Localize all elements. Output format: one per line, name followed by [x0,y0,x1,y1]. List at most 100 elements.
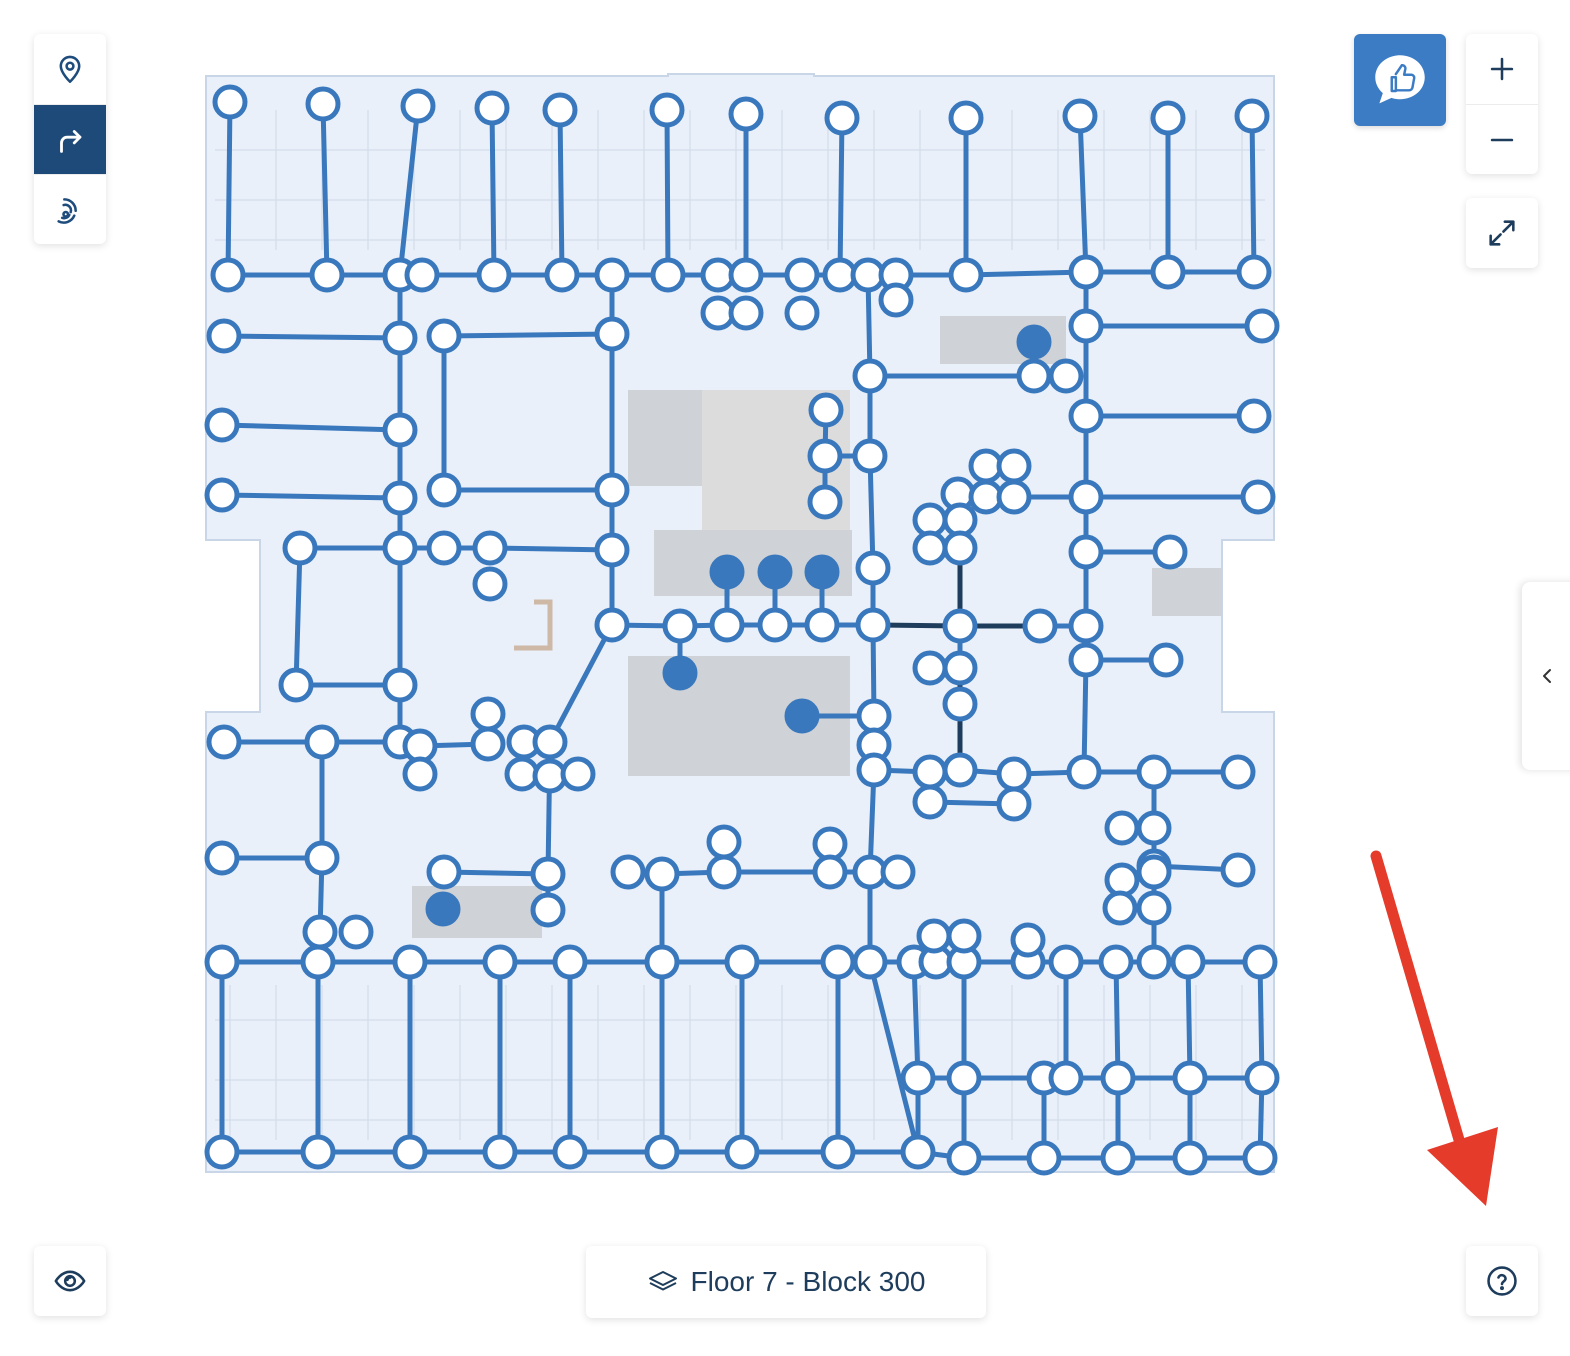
route-node [649,92,685,128]
route-node [1152,534,1188,570]
route-node [644,944,680,980]
service-room [628,390,702,486]
route-node [820,944,856,980]
route-node [204,1134,240,1170]
route-node [1136,944,1172,980]
route-node [996,786,1032,822]
route-node [912,530,948,566]
route-node [610,854,646,890]
beacons-tool-button[interactable] [34,174,106,244]
route-node [426,318,462,354]
route-node [210,257,246,293]
route-node [594,316,630,352]
route-node [1048,1060,1084,1096]
route-node [1068,479,1104,515]
route-node [300,944,336,980]
route-node [1242,944,1278,980]
route-node [594,532,630,568]
route-node [1136,854,1172,890]
route-node [644,1134,680,1170]
floor-selector-label: Floor 7 - Block 300 [690,1266,926,1297]
fullscreen-control [1466,198,1538,268]
route-edge [487,545,615,553]
route-node [382,530,418,566]
side-panel-toggle[interactable] [1522,582,1570,770]
layers-icon [648,1271,677,1291]
zoom-controls [1466,34,1538,174]
map-pin-icon [59,55,81,84]
route-node [644,856,680,892]
route-edge [293,545,303,688]
route-node [942,608,978,644]
route-node [804,607,840,643]
route-node [946,1060,982,1096]
route-node [1068,308,1104,344]
plus-icon [1490,57,1514,81]
route-node [662,608,698,644]
route-node [724,944,760,980]
route-node [855,550,891,586]
route-node [996,756,1032,792]
route-node [948,257,984,293]
route-node [852,944,888,980]
route-edge [489,105,497,278]
route-node [404,257,440,293]
route-node [1068,398,1104,434]
route-node [338,914,374,950]
route-node [880,854,916,890]
route-node [1244,308,1280,344]
route-node [855,607,891,643]
room-grid [215,110,1265,1140]
minus-icon [1490,138,1514,141]
signal-waves-icon [57,197,77,224]
thumbs-up-speech-bubble-icon [1375,55,1425,104]
route-node [532,758,568,794]
route-node [856,698,892,734]
route-node [728,96,764,132]
route-edge [867,959,921,1155]
route-node [820,1134,856,1170]
route-node [1104,862,1140,898]
route-node-filled [662,655,698,691]
location-tool-button[interactable] [34,34,106,104]
route-graph-nodes [204,84,1280,1176]
route-node [204,840,240,876]
route-node [482,944,518,980]
route-node-filled [1016,324,1052,360]
route-node [304,840,340,876]
directions-tool-button[interactable] [34,104,106,174]
route-node [1048,358,1084,394]
route-node [470,726,506,762]
route-node [382,667,418,703]
route-node [912,650,948,686]
route-node [1136,754,1172,790]
visibility-button[interactable] [34,1246,106,1316]
route-node [382,320,418,356]
route-node [1066,754,1102,790]
route-node [1148,642,1184,678]
route-node [204,944,240,980]
route-node [784,257,820,293]
route-edge [557,107,565,278]
route-node [724,1134,760,1170]
route-edge [320,101,330,278]
route-node [852,438,888,474]
route-node [1068,642,1104,678]
zoom-in-button[interactable] [1466,34,1538,104]
route-edge [225,99,233,278]
route-node [552,944,588,980]
fullscreen-button[interactable] [1466,198,1538,268]
route-node [206,318,242,354]
zoom-out-button[interactable] [1466,104,1538,174]
route-node [946,1140,982,1176]
floor-selector[interactable]: Floor 7 - Block 300 [586,1246,986,1318]
feedback-button[interactable] [1354,34,1446,126]
route-node [1062,98,1098,134]
route-node [1172,1140,1208,1176]
route-node [1172,1060,1208,1096]
route-node [532,724,568,760]
help-button[interactable] [1466,1246,1538,1316]
route-node [470,696,506,732]
route-node [1240,479,1276,515]
